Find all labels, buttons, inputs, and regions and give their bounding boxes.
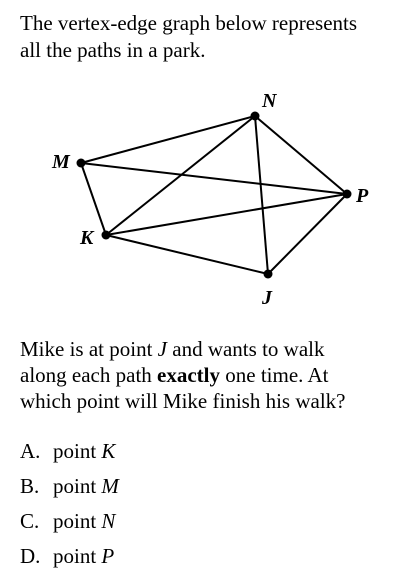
point-j-ref: J	[157, 337, 167, 361]
question-text-part: Mike is at point	[20, 337, 158, 361]
graph-edges	[80, 115, 348, 275]
edge-m-n	[80, 115, 256, 164]
question-text-part: one time. At	[220, 363, 329, 387]
question-text-part: along each path	[20, 363, 158, 387]
vertex-j	[263, 269, 273, 279]
choice-text: point	[53, 439, 102, 463]
choice-letter: C.	[20, 509, 40, 533]
graph-labels: N M P K J	[51, 90, 369, 309]
choice-letter: D.	[20, 544, 41, 568]
intro-line-1: The vertex-edge graph below represents	[20, 11, 358, 35]
edge-k-p	[105, 193, 348, 236]
edge-m-k	[80, 162, 107, 236]
choice-a[interactable]: A. point K	[20, 434, 400, 469]
vertex-k	[101, 230, 111, 240]
graph-vertices	[76, 111, 352, 279]
edge-n-p	[254, 115, 348, 195]
vertex-label-n: N	[261, 90, 278, 112]
vertex-p	[342, 189, 352, 199]
choice-point-name: M	[101, 474, 119, 498]
question-text-part: and wants to walk	[167, 337, 325, 361]
choice-point-name: K	[101, 439, 116, 463]
edge-k-j	[105, 234, 269, 275]
question-line-2: along each path exactly one time. At	[20, 362, 405, 388]
choice-letter: A.	[20, 439, 41, 463]
choice-point-name: N	[101, 509, 116, 533]
choice-text: point	[53, 474, 102, 498]
edge-m-p	[80, 162, 348, 195]
vertex-label-p: P	[355, 185, 369, 207]
edge-n-j	[254, 115, 269, 275]
vertex-edge-graph: N M P K J	[51, 90, 369, 309]
intro-line-2: all the paths in a park.	[20, 38, 206, 62]
vertex-label-j: J	[261, 287, 273, 309]
question-line-3: which point will Mike finish his walk?	[20, 389, 346, 413]
question-text: Mike is at point J and wants to walk alo…	[20, 336, 405, 414]
vertex-n	[250, 111, 260, 121]
choice-letter: B.	[20, 474, 40, 498]
question-line-1: Mike is at point J and wants to walk	[20, 336, 405, 362]
intro-text: The vertex-edge graph below represents a…	[20, 10, 400, 64]
emphasis-exactly: exactly	[157, 363, 221, 387]
choice-text: point	[53, 509, 102, 533]
choice-point-name: P	[101, 544, 115, 568]
vertex-label-m: M	[51, 151, 71, 173]
vertex-m	[76, 158, 86, 168]
edge-j-p	[267, 193, 348, 275]
vertex-label-k: K	[79, 227, 95, 249]
choice-c[interactable]: C. point N	[20, 504, 400, 539]
choice-text: point	[53, 544, 102, 568]
answer-choices: A. point K B. point M C. point N D. point P	[20, 434, 400, 574]
choice-b[interactable]: B. point M	[20, 469, 400, 504]
choice-d[interactable]: D. point P	[20, 539, 400, 574]
edge-n-k	[105, 115, 256, 236]
